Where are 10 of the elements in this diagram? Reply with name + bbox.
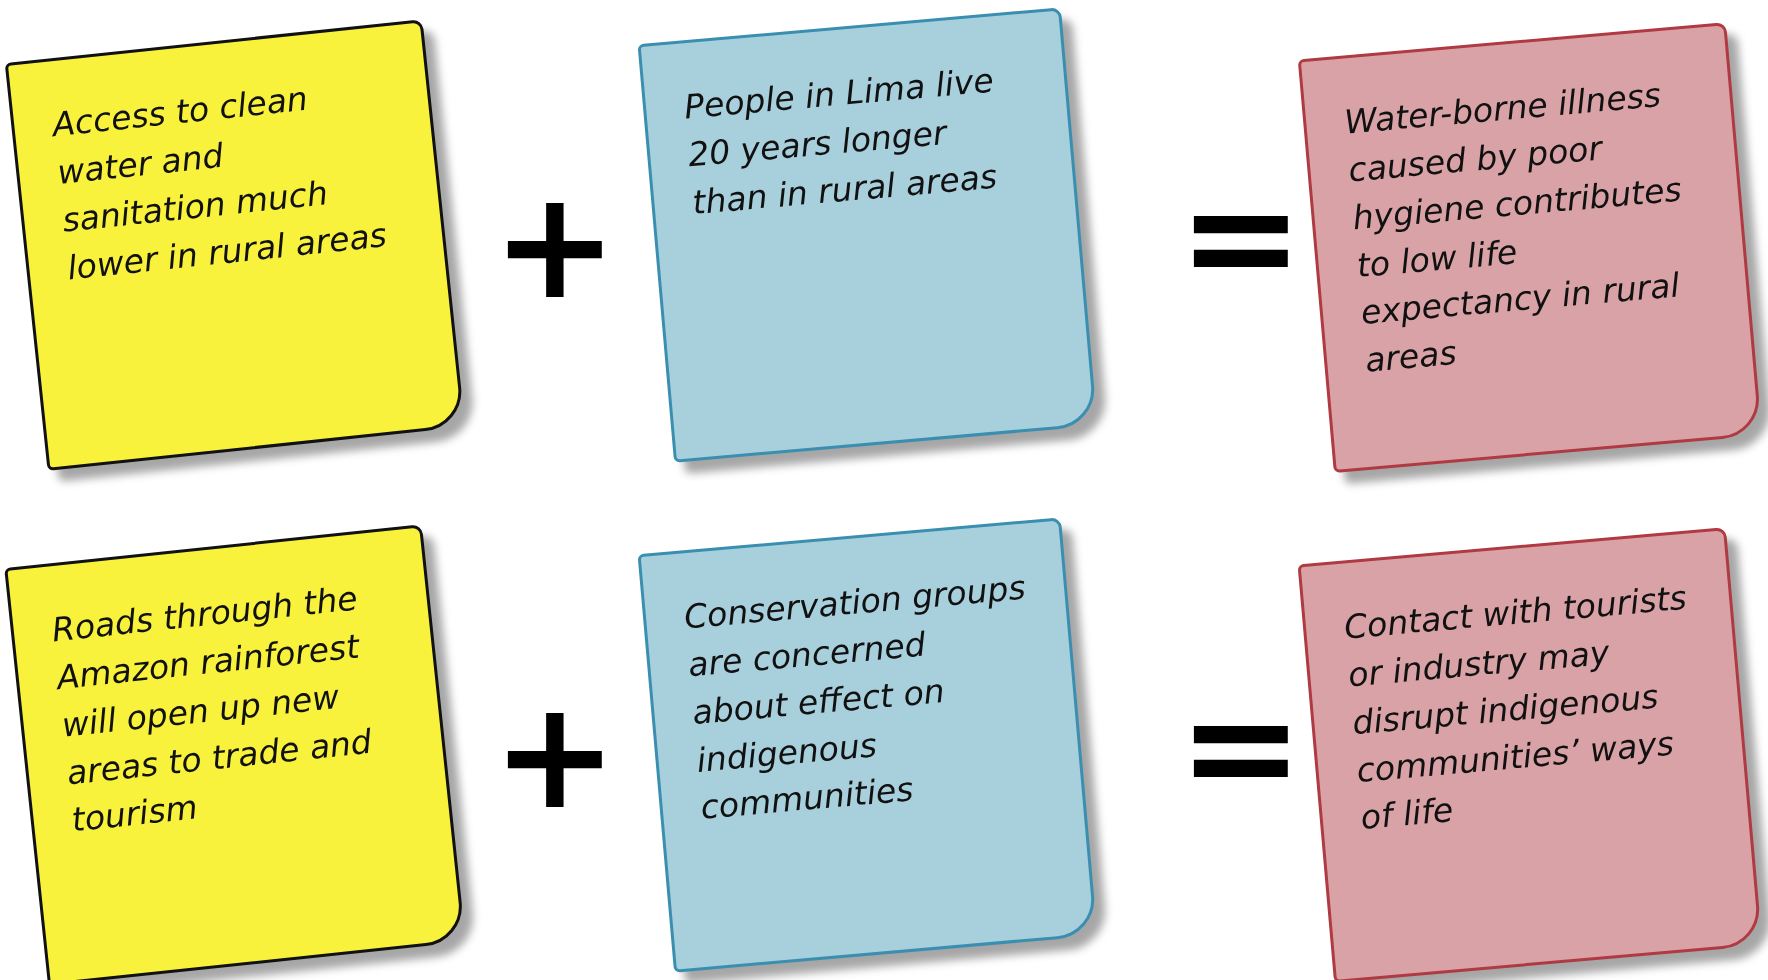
note-text: Water-borne illness caused by poor hygiene contributes to low life expectancy in rural areas: [1342, 74, 1684, 382]
note-text: Contact with tourists or industry may disrupt indigenous communities’ ways of life: [1342, 576, 1690, 840]
operator-sign: =: [1178, 162, 1304, 312]
note-text: Roads through the Amazon rainforest will open up new areas to trade and tourism: [49, 577, 375, 842]
operator-sign: +: [492, 680, 618, 830]
operator-sign: +: [492, 170, 618, 320]
note-text: Conservation groups are concerned about effect on indigenous communities: [682, 566, 1028, 830]
note-text: Access to clean water and sanitation much lower in rural areas: [50, 77, 390, 290]
note-text: People in Lima live 20 years longer than in rural areas: [682, 59, 1000, 224]
operator-sign: =: [1178, 672, 1304, 822]
